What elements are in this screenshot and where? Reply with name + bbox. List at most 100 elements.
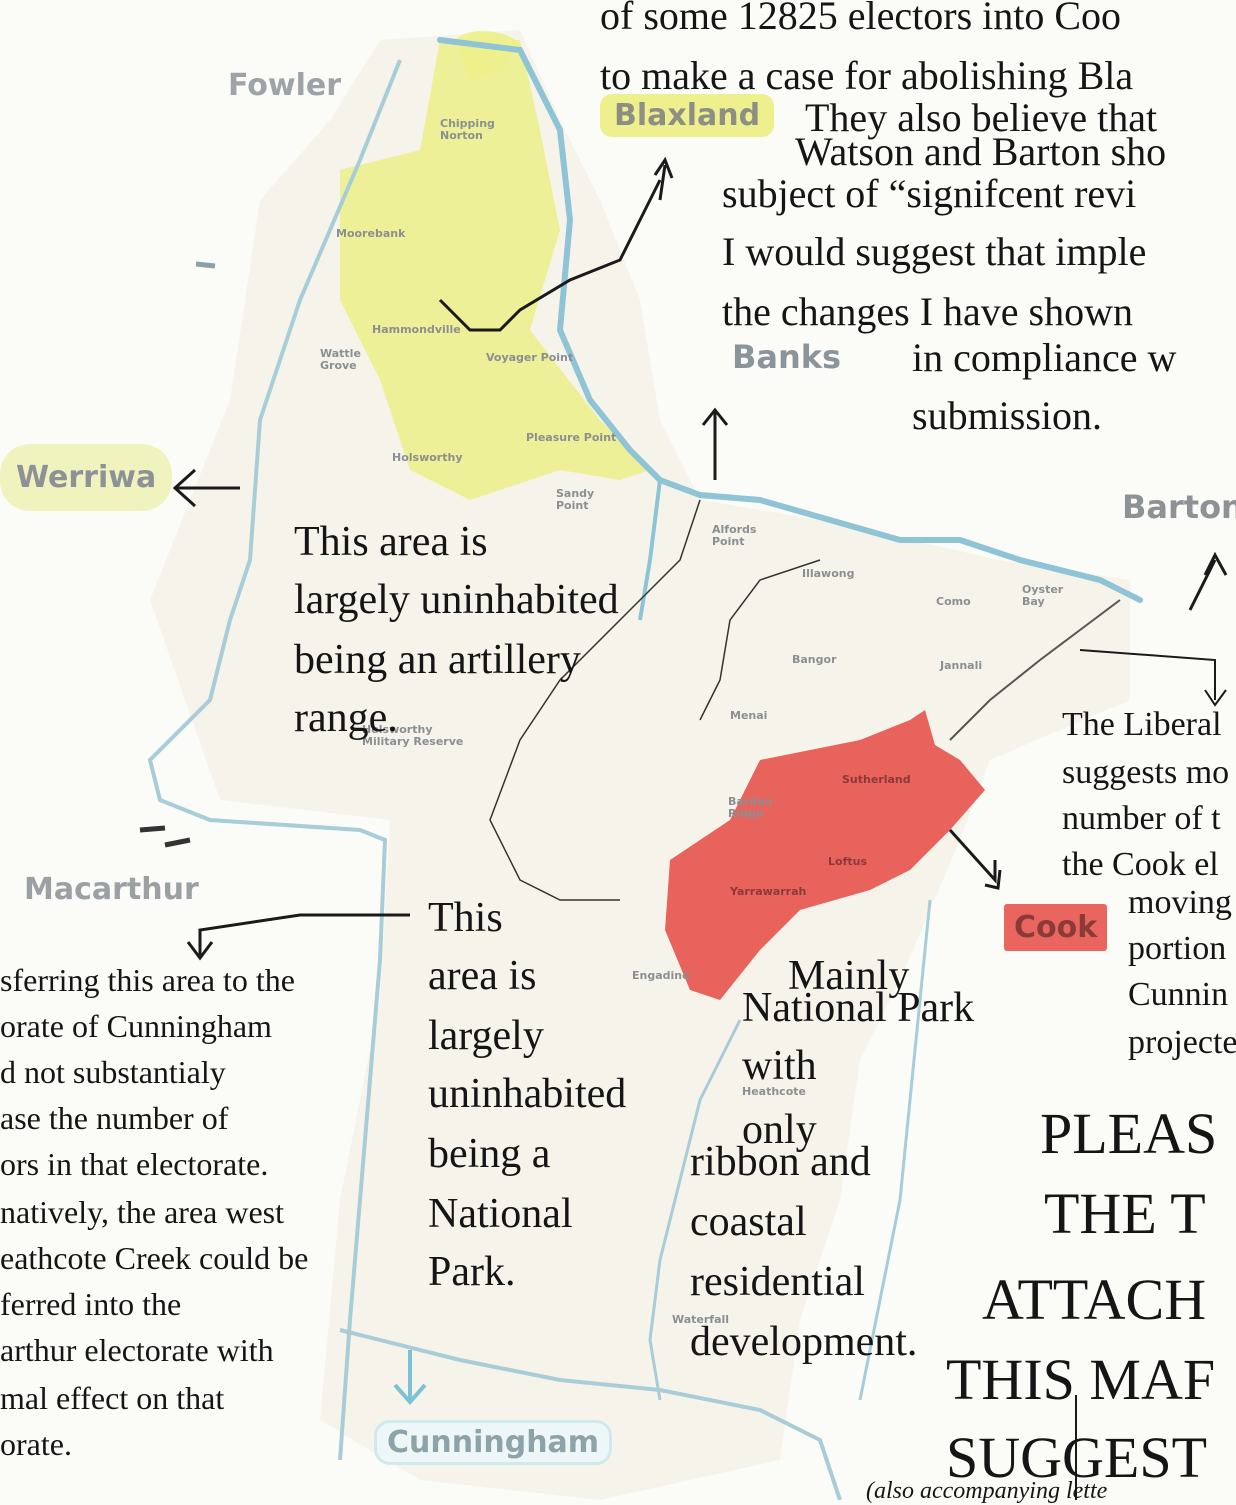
note-left-1: sferring this area to the — [0, 962, 295, 998]
suburb-holsworthy: Holsworthy — [392, 451, 463, 464]
boundary-west — [147, 59, 402, 1461]
note-left-7: eathcote Creek could be — [0, 1240, 309, 1276]
note-park-5: being a — [428, 1131, 551, 1177]
suburb-sutherland: Sutherland — [842, 773, 911, 786]
cook-area — [665, 710, 985, 1000]
label-barton: Barton — [1122, 488, 1236, 526]
suburb-jannali: Jannali — [940, 659, 983, 672]
suburb-oyster-bay: Oyster Bay — [1022, 583, 1064, 608]
suburb-chipping-norton: Chipping Norton — [440, 117, 495, 142]
note-big-3: ATTACH — [982, 1267, 1207, 1332]
note-park-4: uninhabited — [428, 1071, 627, 1117]
label-cook: Cook — [1004, 904, 1108, 951]
note-top-line-5: subject of “signifcent revi — [722, 171, 1137, 216]
suburb-sandy-point: Sandy Point — [556, 487, 595, 512]
arrow-werriwa — [172, 468, 240, 508]
note-left-3: d not substantialy — [0, 1054, 226, 1090]
suburb-engadine: Engadine — [632, 969, 690, 982]
label-werriwa: Werriwa — [0, 444, 173, 511]
suburb-hammondville: Hammondville — [372, 323, 461, 336]
georges-river — [437, 37, 1143, 603]
note-mainly-5: ribbon and — [690, 1139, 871, 1185]
note-mainly-7: residential — [690, 1259, 865, 1305]
note-top-line-8: in compliance w — [912, 335, 1177, 380]
suburb-illawong: Illawong — [802, 567, 855, 580]
note-left-5: ors in that electorate. — [0, 1146, 269, 1182]
note-park-1: This — [428, 895, 503, 941]
label-cunningham: Cunningham — [374, 1420, 613, 1465]
woronora-river — [638, 479, 662, 621]
note-left-2: orate of Cunningham — [0, 1008, 272, 1044]
note-park-2: area is — [428, 953, 537, 999]
label-blaxland: Blaxland — [600, 94, 775, 137]
arrow-liberal — [1079, 649, 1227, 707]
boundary-coast — [858, 899, 932, 1401]
note-top-line-4: Watson and Barton sho — [795, 129, 1167, 174]
note-mainly-3: with — [742, 1043, 817, 1089]
arrow-macarthur — [186, 913, 410, 961]
suburb-voyager-point: Voyager Point — [486, 351, 574, 364]
suburb-wattle-grove: Wattle Grove — [320, 347, 361, 372]
arrow-cunningham — [393, 1350, 427, 1406]
suburb-bangor: Bangor — [792, 653, 837, 666]
note-mainly-6: coastal — [690, 1199, 807, 1245]
suburb-moorebank: Moorebank — [336, 227, 406, 240]
note-left-11: orate. — [0, 1426, 72, 1462]
arrow-cook — [948, 828, 1002, 890]
cook-boundary — [949, 599, 1121, 741]
suburb-loftus: Loftus — [828, 855, 867, 868]
note-big-2: THE T — [1044, 1181, 1206, 1246]
arrow-banks — [701, 407, 729, 480]
drawn-boundary-menai — [489, 499, 701, 901]
note-right-3: number of t — [1062, 800, 1221, 837]
note-top-line-2: to make a case for abolishing Bla — [600, 53, 1134, 98]
note-left-6: natively, the area west — [0, 1194, 285, 1230]
note-big-5: SUGGEST — [946, 1425, 1208, 1490]
note-artillery-4: range. — [294, 695, 398, 741]
note-mainly-1: Mainly — [788, 953, 910, 999]
suburb-heathcote: Heathcote — [742, 1085, 806, 1098]
note-big-4: THIS MAF — [946, 1347, 1216, 1412]
note-left-10: mal effect on that — [0, 1380, 225, 1416]
note-mainly-4: only — [742, 1107, 817, 1153]
note-artillery-1: This area is — [294, 519, 488, 565]
dash-marks — [139, 825, 191, 848]
note-artillery-2: largely uninhabited — [294, 577, 619, 623]
note-left-9: arthur electorate with — [0, 1332, 274, 1368]
note-left-8: ferred into the — [0, 1286, 182, 1322]
label-macarthur: Macarthur — [24, 872, 199, 907]
boundary-south — [339, 1328, 842, 1500]
drawn-boundary-illawong — [699, 559, 821, 721]
note-mainly-8: development. — [690, 1319, 918, 1365]
note-top-line-3: They also believe that — [805, 95, 1158, 140]
boundary-heathcote — [648, 1019, 742, 1401]
note-park-3: largely — [428, 1013, 544, 1059]
note-left-4: ase the number of — [0, 1100, 229, 1136]
suburb-barden-ridge: Barden Ridge — [728, 795, 773, 820]
arrow-blaxland — [653, 156, 674, 201]
suburb-como: Como — [936, 595, 971, 608]
note-right-4: the Cook el — [1062, 846, 1219, 883]
note-right-1: The Liberal — [1062, 706, 1222, 743]
note-big-1: PLEAS — [1040, 1101, 1218, 1166]
note-park-6: National — [428, 1191, 573, 1237]
suburb-holsworthy-military-reserve: Holsworthy Military Reserve — [362, 723, 464, 748]
suburb-pleasure-point: Pleasure Point — [526, 431, 617, 444]
note-top-line-1: of some 12825 electors into Coo — [600, 0, 1122, 38]
label-fowler: Fowler — [228, 68, 342, 103]
note-mainly-2: National Park — [742, 985, 975, 1031]
arrow-barton — [1188, 551, 1228, 611]
suburb-alfords-point: Alfords Point — [712, 523, 757, 548]
note-bottom-1: (also accompanying lette — [866, 1478, 1108, 1504]
note-artillery-3: being an artillery — [294, 637, 581, 683]
note-right-6: portion — [1128, 930, 1227, 967]
note-right-7: Cunnin — [1128, 976, 1229, 1013]
blaxland-area — [340, 40, 650, 500]
suburb-yarrawarrah: Yarrawarrah — [730, 885, 807, 898]
note-top-line-9: submission. — [912, 393, 1103, 438]
note-right-5: moving — [1128, 884, 1232, 921]
note-park-7: Park. — [428, 1249, 516, 1295]
suburb-menai: Menai — [730, 709, 768, 722]
note-top-line-6: I would suggest that imple — [722, 229, 1147, 274]
